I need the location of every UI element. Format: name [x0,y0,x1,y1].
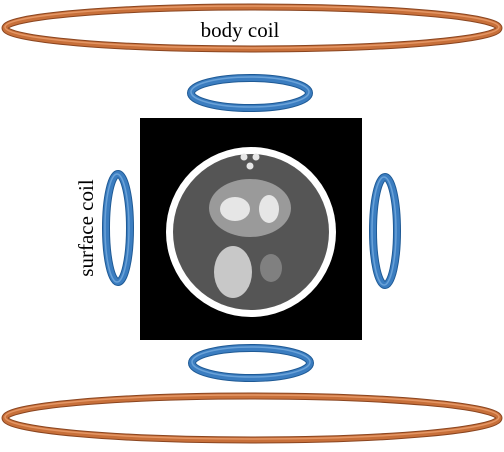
top-surface-coil-icon [187,74,313,112]
phantom-dot [252,153,260,161]
phantom-gray-spot [260,254,282,282]
phantom-dot [240,153,248,161]
phantom-dot [246,162,254,170]
mri-image [140,118,362,340]
top-body-coil-icon [1,3,503,53]
body-coil-label: body coil [201,18,280,42]
bottom-surface-coil-icon [188,344,314,382]
phantom-bright-spot [259,195,279,223]
bottom-body-coil-icon [1,392,503,444]
surface-coil-label: surface coil [74,179,98,277]
phantom-bright-spot [220,197,250,221]
left-surface-coil-icon [102,170,134,286]
right-surface-coil-icon [369,173,401,289]
phantom-lower-ellipse [214,246,252,298]
